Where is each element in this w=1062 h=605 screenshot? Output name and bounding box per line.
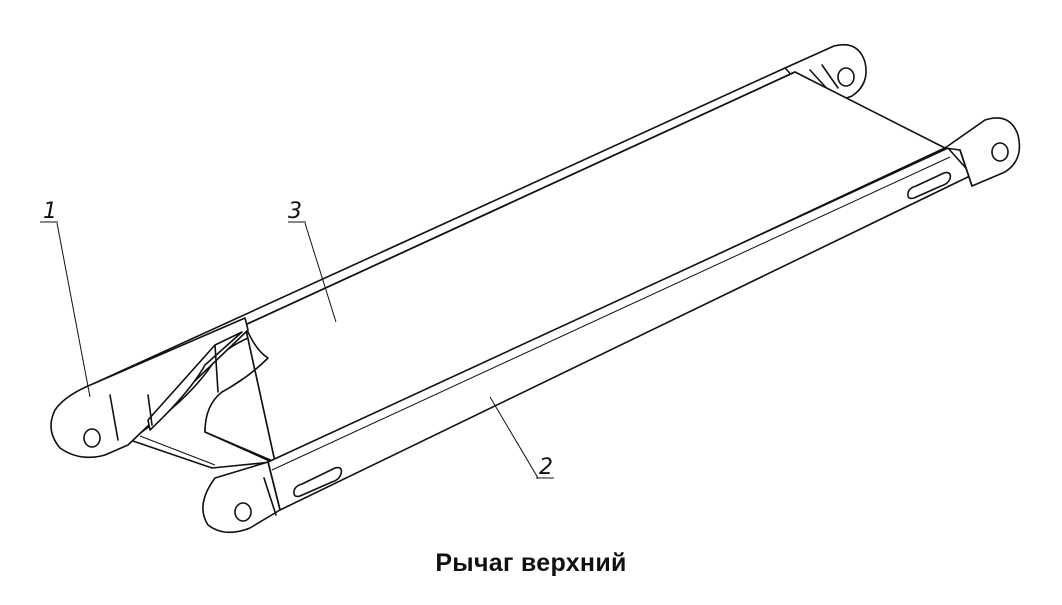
callout-3: 3 bbox=[288, 199, 337, 323]
panel-3 bbox=[204, 71, 946, 463]
front-left-eye bbox=[234, 502, 252, 522]
callout-2-label: 2 bbox=[539, 455, 553, 480]
callout-3-label: 3 bbox=[288, 199, 302, 224]
front-slot-near bbox=[293, 466, 343, 498]
left-eye bbox=[83, 428, 101, 448]
back-right-bracket bbox=[784, 43, 867, 106]
left-bracket-1 bbox=[50, 317, 249, 459]
back-right-eye bbox=[837, 67, 855, 87]
front-left-bracket bbox=[202, 461, 281, 534]
callout-1: 1 bbox=[40, 199, 91, 398]
callout-2: 2 bbox=[489, 396, 554, 480]
front-right-bracket bbox=[944, 117, 1021, 187]
drawing-caption: Рычаг верхний bbox=[435, 549, 627, 577]
front-slot-far bbox=[907, 171, 952, 200]
callout-1-label: 1 bbox=[43, 199, 57, 224]
front-right-eye bbox=[991, 142, 1009, 162]
